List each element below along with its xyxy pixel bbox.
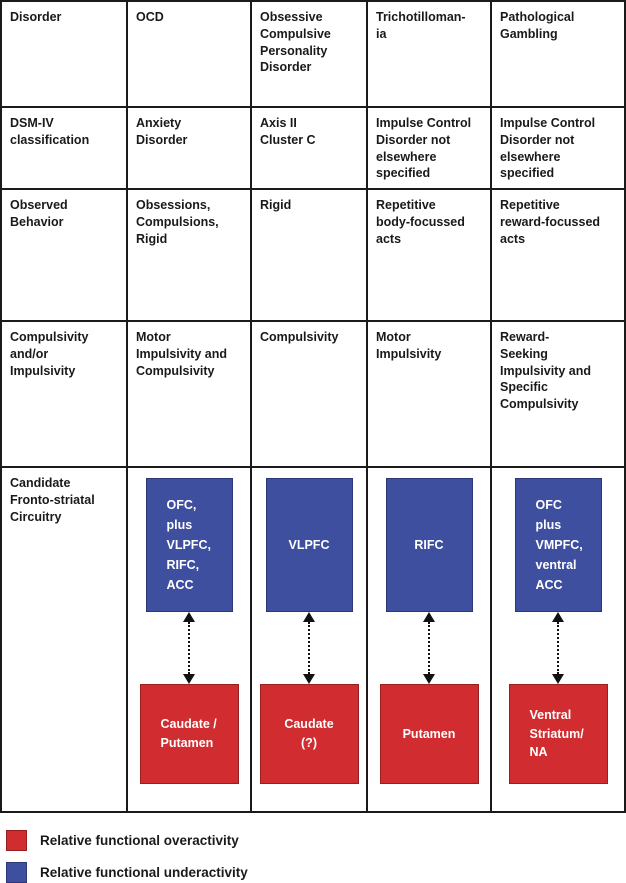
table-cell: Impulse Control Disorder not elsewhere s…	[368, 108, 492, 190]
overactivity-box-ocpd: Caudate (?)	[259, 684, 359, 784]
overactivity-box-ocd: Caudate / Putamen	[139, 684, 239, 784]
underactivity-swatch	[6, 862, 27, 883]
arrowhead-down-icon	[423, 674, 435, 684]
table-cell: Motor Impulsivity and Compulsivity	[128, 322, 252, 468]
legend: Relative functional overactivity Relativ…	[6, 830, 626, 883]
underactivity-box-ocpd: VLPFC	[265, 478, 353, 612]
overactivity-box-trichotillomania: Putamen	[379, 684, 479, 784]
arrowhead-up-icon	[303, 612, 315, 622]
underactivity-box-pathological-gambling: OFC plus VMPFC, ventral ACC	[514, 478, 602, 612]
table-cell: Repetitive body-focussed acts	[368, 190, 492, 322]
bidirectional-arrow-icon	[303, 612, 315, 684]
legend-item-overactivity: Relative functional overactivity	[6, 830, 626, 851]
row-header-compulsivity-impulsivity: Compulsivity and/or Impulsivity	[2, 322, 128, 468]
table-cell: Pathological Gambling	[492, 2, 624, 108]
underactivity-box-ocd: OFC, plus VLPFC, RIFC, ACC	[145, 478, 233, 612]
legend-label-underactivity: Relative functional underactivity	[40, 865, 248, 880]
arrowhead-down-icon	[303, 674, 315, 684]
dotted-line	[188, 622, 190, 674]
row-header-dsm-iv-classification: DSM-IV classification	[2, 108, 128, 190]
table-cell: Impulse Control Disorder not elsewhere s…	[492, 108, 624, 190]
row-header-observed-behavior: Observed Behavior	[2, 190, 128, 322]
circuitry-cell-pathological-gambling: OFC plus VMPFC, ventral ACC Ventral Stri…	[492, 468, 624, 811]
table-cell: Axis II Cluster C	[252, 108, 368, 190]
table-cell: Obsessions, Compulsions, Rigid	[128, 190, 252, 322]
arrowhead-down-icon	[552, 674, 564, 684]
table-cell: Repetitive reward-focussed acts	[492, 190, 624, 322]
table-cell: Obsessive Compulsive Personality Disorde…	[252, 2, 368, 108]
dotted-line	[557, 622, 559, 674]
underactivity-box-trichotillomania: RIFC	[385, 478, 473, 612]
arrowhead-down-icon	[183, 674, 195, 684]
row-header-disorder: Disorder	[2, 2, 128, 108]
arrowhead-up-icon	[183, 612, 195, 622]
table-cell: Compulsivity	[252, 322, 368, 468]
comparison-table: Disorder OCD Obsessive Compulsive Person…	[0, 0, 626, 813]
bidirectional-arrow-icon	[552, 612, 564, 684]
circuitry-cell-ocpd: VLPFC Caudate (?)	[252, 468, 368, 811]
circuitry-cell-ocd: OFC, plus VLPFC, RIFC, ACC Caudate / Put…	[128, 468, 252, 811]
overactivity-swatch	[6, 830, 27, 851]
bidirectional-arrow-icon	[183, 612, 195, 684]
row-header-circuitry: Candidate Fronto-striatal Circuitry	[2, 468, 128, 811]
arrowhead-up-icon	[552, 612, 564, 622]
dotted-line	[428, 622, 430, 674]
table-cell: OCD	[128, 2, 252, 108]
circuitry-cell-trichotillomania: RIFC Putamen	[368, 468, 492, 811]
dotted-line	[308, 622, 310, 674]
table-cell: Trichotilloman- ia	[368, 2, 492, 108]
bidirectional-arrow-icon	[423, 612, 435, 684]
overactivity-box-pathological-gambling: Ventral Striatum/ NA	[508, 684, 608, 784]
legend-label-overactivity: Relative functional overactivity	[40, 833, 239, 848]
arrowhead-up-icon	[423, 612, 435, 622]
table-cell: Anxiety Disorder	[128, 108, 252, 190]
table-cell: Motor Impulsivity	[368, 322, 492, 468]
table-cell: Rigid	[252, 190, 368, 322]
legend-item-underactivity: Relative functional underactivity	[6, 862, 626, 883]
table-cell: Reward- Seeking Impulsivity and Specific…	[492, 322, 624, 468]
